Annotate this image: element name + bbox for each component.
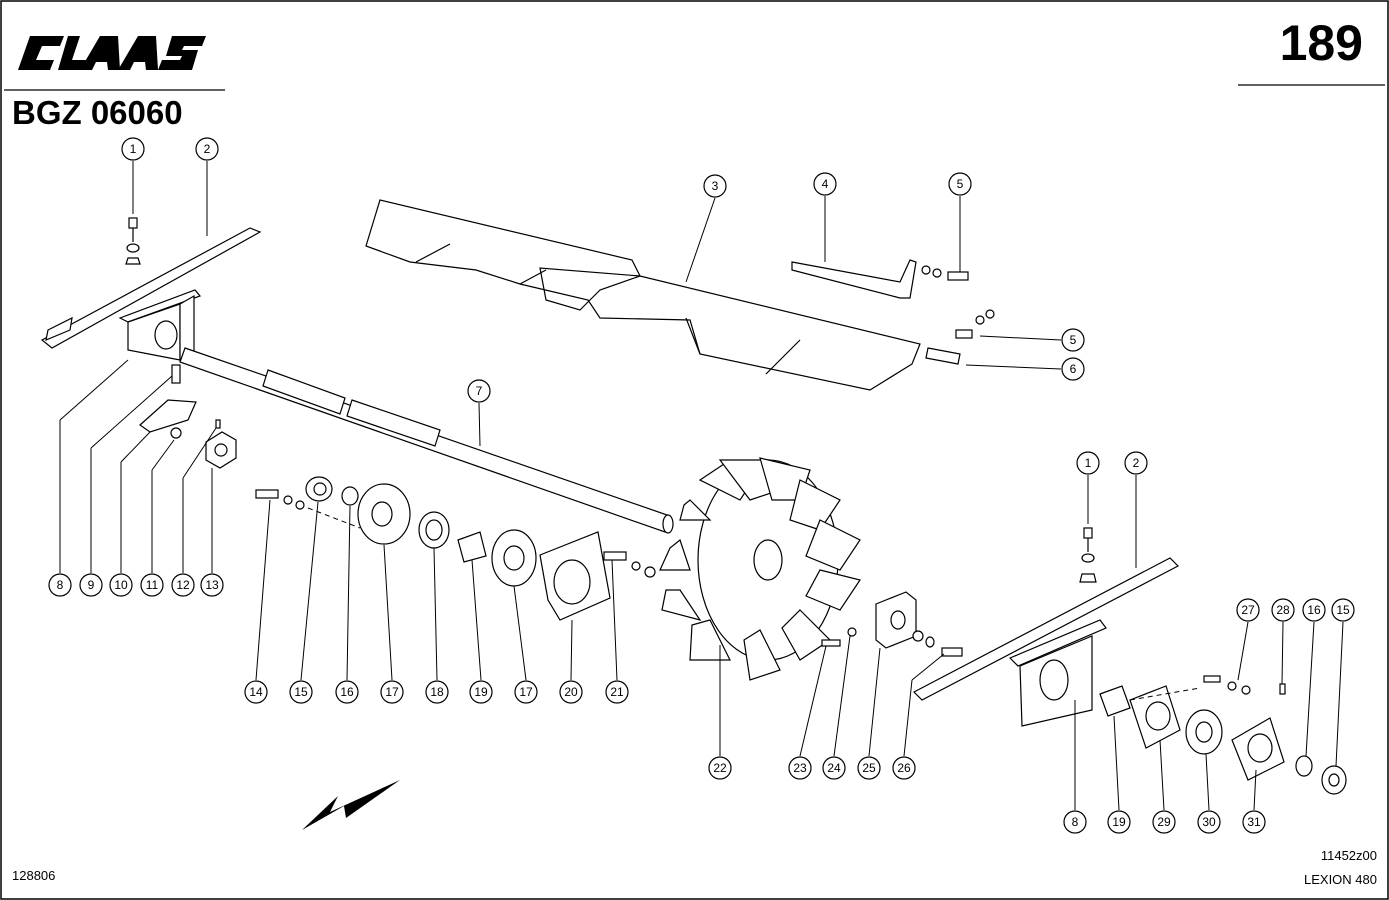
callout-7: 7 — [476, 384, 483, 398]
callout-13: 13 — [205, 578, 219, 592]
callout-18: 18 — [430, 685, 444, 699]
callout-2: 2 — [204, 142, 211, 156]
callout-30: 30 — [1202, 815, 1216, 829]
callout-16: 16 — [1307, 603, 1321, 617]
callout-circles — [48, 137, 1355, 834]
callout-4: 4 — [822, 177, 829, 191]
drawing-number: 11452z00 — [1320, 848, 1377, 863]
callout-2: 2 — [1133, 456, 1140, 470]
callout-14: 14 — [249, 685, 263, 699]
bearing-group-left — [255, 476, 656, 621]
callout-6: 6 — [1070, 362, 1077, 376]
callout-1: 1 — [1085, 456, 1092, 470]
callout-31: 31 — [1247, 815, 1261, 829]
callout-1: 1 — [130, 142, 137, 156]
callout-23: 23 — [793, 761, 807, 775]
callout-5: 5 — [1070, 333, 1077, 347]
callout-11: 11 — [146, 578, 159, 592]
cover-plate — [365, 199, 995, 391]
callout-28: 28 — [1276, 603, 1290, 617]
callout-19: 19 — [474, 685, 488, 699]
page-number: 189 — [1279, 15, 1363, 71]
callout-5: 5 — [957, 177, 964, 191]
callout-25: 25 — [862, 761, 876, 775]
callout-22: 22 — [713, 761, 727, 775]
callout-12: 12 — [176, 578, 190, 592]
machine-model: LEXION 480 — [1304, 872, 1377, 887]
callout-10: 10 — [114, 578, 128, 592]
callout-27: 27 — [1241, 603, 1255, 617]
document-number: 128806 — [12, 868, 56, 883]
callout-16: 16 — [340, 685, 354, 699]
claas-logo — [18, 36, 206, 70]
callout-21: 21 — [610, 685, 624, 699]
callout-15: 15 — [294, 685, 308, 699]
callout-29: 29 — [1157, 815, 1171, 829]
callout-8: 8 — [57, 578, 64, 592]
group-code: BGZ 06060 — [12, 94, 183, 131]
callout-8: 8 — [1072, 815, 1079, 829]
callout-26: 26 — [897, 761, 911, 775]
callout-3: 3 — [712, 179, 719, 193]
right-bracket-assembly — [912, 527, 1347, 795]
fan-wheel — [659, 457, 963, 681]
callout-20: 20 — [564, 685, 578, 699]
callout-17: 17 — [385, 685, 399, 699]
shaft — [179, 347, 674, 534]
callout-19: 19 — [1112, 815, 1126, 829]
callout-24: 24 — [827, 761, 841, 775]
leader-lines — [59, 161, 1344, 811]
callout-17: 17 — [519, 685, 533, 699]
left-bracket-assembly — [40, 217, 262, 469]
callout-15: 15 — [1336, 603, 1350, 617]
callout-9: 9 — [88, 578, 95, 592]
direction-arrow — [302, 780, 400, 830]
